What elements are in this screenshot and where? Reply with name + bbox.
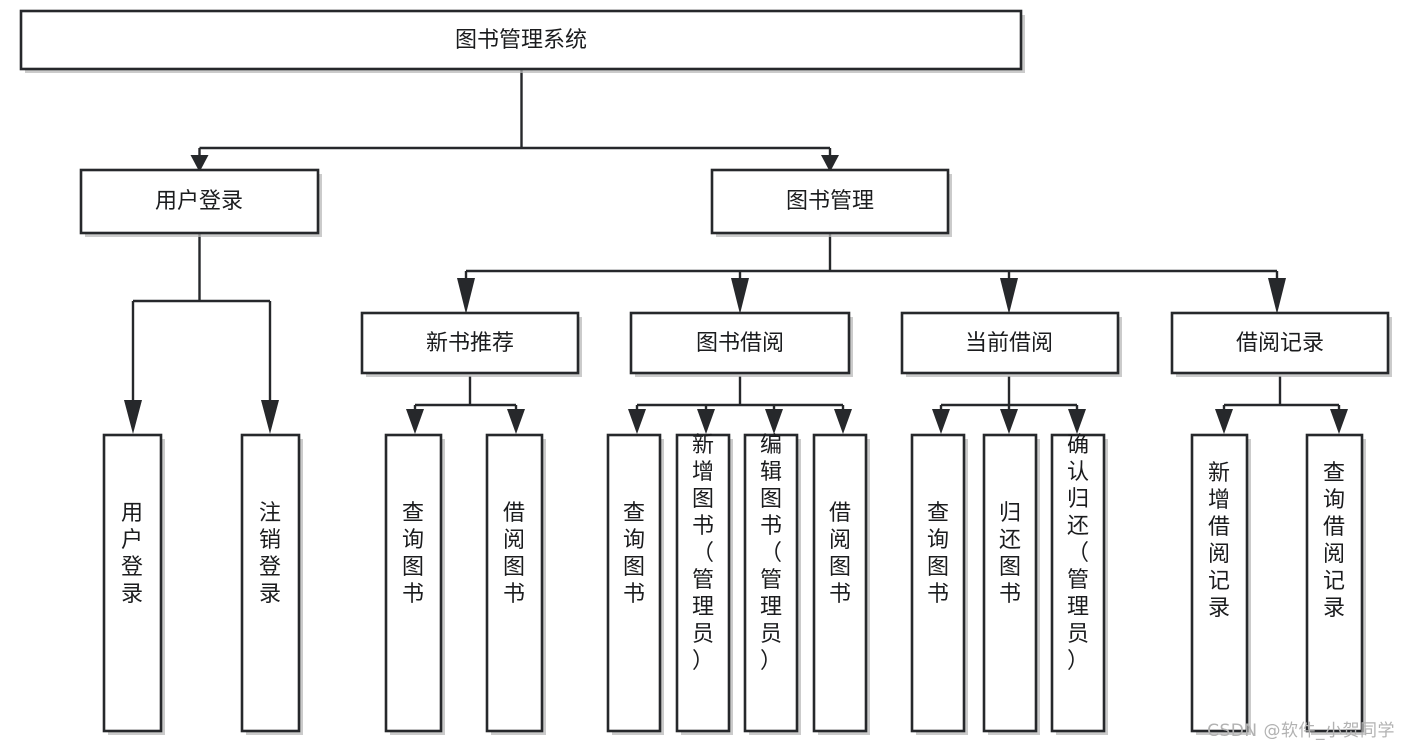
node-leaf-query-book-b[interactable]: 查询图书: [606, 433, 664, 735]
arrow-l3-current-borrow: [1000, 278, 1018, 314]
node-leaf-add-book-admin[interactable]: 新增图书（管理员）: [675, 433, 733, 735]
node-label-leaf-query-borrow-record: 查询借阅记录: [1323, 461, 1345, 621]
node-label-root: 图书管理系统: [455, 28, 587, 53]
node-label-leaf-borrow-book-n: 借阅图书: [503, 501, 525, 607]
node-leaf-confirm-return-admin[interactable]: 确认归还（管理员）: [1050, 433, 1108, 735]
node-leaf-borrow-book-n[interactable]: 借阅图书: [485, 433, 546, 735]
node-label-book-management: 图书管理: [786, 189, 874, 214]
node-label-leaf-confirm-return-admin: 确认归还（管理员）: [1067, 433, 1089, 674]
arrow-l3-book-borrow: [731, 278, 749, 314]
node-label-book-borrow: 图书借阅: [696, 331, 784, 356]
node-book-borrow[interactable]: 图书借阅: [629, 311, 853, 377]
arrow-leaf-c3: [1068, 409, 1086, 434]
node-book-management[interactable]: 图书管理: [710, 168, 952, 237]
arrow-leaf-u2: [261, 400, 279, 434]
node-leaf-edit-book-admin[interactable]: 编辑图书（管理员）: [743, 433, 801, 735]
arrow-leaf-r1: [1215, 409, 1233, 434]
node-leaf-logout[interactable]: 注销登录: [240, 433, 303, 735]
node-borrow-record[interactable]: 借阅记录: [1170, 311, 1392, 377]
arrow-leaf-b3: [765, 409, 783, 434]
node-label-leaf-query-book-b: 查询图书: [623, 501, 645, 607]
node-label-leaf-query-book-c: 查询图书: [927, 501, 949, 607]
node-leaf-user-login[interactable]: 用户登录: [102, 433, 165, 735]
csdn-watermark: CSDN @软件_小贺同学: [1207, 721, 1395, 741]
node-leaf-query-book-c[interactable]: 查询图书: [910, 433, 968, 735]
node-root-system[interactable]: 图书管理系统: [19, 9, 1025, 73]
arrow-leaf-b1: [628, 409, 646, 434]
node-label-new-book-recommend: 新书推荐: [426, 331, 514, 356]
connectors-layer: [124, 69, 1348, 434]
arrow-leaf-c2: [1000, 409, 1018, 434]
node-label-leaf-query-book-n: 查询图书: [402, 501, 424, 607]
arrow-leaf-n2: [507, 409, 525, 434]
node-leaf-return-book[interactable]: 归还图书: [982, 433, 1040, 735]
arrow-book-mgmt: [821, 155, 839, 172]
node-label-current-borrow: 当前借阅: [965, 331, 1053, 356]
node-label-leaf-add-borrow-record: 新增借阅记录: [1208, 461, 1230, 621]
node-label-leaf-logout: 注销登录: [259, 501, 281, 607]
node-label-leaf-add-book-admin: 新增图书（管理员）: [692, 433, 714, 674]
node-label-leaf-return-book: 归还图书: [999, 501, 1021, 607]
node-label-leaf-edit-book-admin: 编辑图书（管理员）: [760, 433, 782, 674]
node-new-book-recommend[interactable]: 新书推荐: [360, 311, 582, 377]
arrow-leaf-u1: [124, 400, 142, 434]
arrow-user-login: [190, 155, 209, 172]
arrow-leaf-r2: [1330, 409, 1348, 434]
node-leaf-query-borrow-record[interactable]: 查询借阅记录: [1305, 433, 1366, 735]
node-label-user-login: 用户登录: [155, 189, 243, 214]
node-label-leaf-borrow-book-b: 借阅图书: [829, 501, 851, 607]
node-label-leaf-user-login: 用户登录: [121, 501, 143, 607]
arrow-leaf-b2: [697, 409, 715, 434]
node-leaf-borrow-book-b[interactable]: 借阅图书: [812, 433, 870, 735]
node-label-borrow-record: 借阅记录: [1236, 331, 1324, 356]
arrow-l3-borrow-record: [1268, 278, 1286, 314]
arrow-l3-new-book: [457, 278, 475, 314]
arrow-leaf-c1: [932, 409, 950, 434]
arrow-leaf-b4: [834, 409, 852, 434]
arrow-leaf-n1: [406, 409, 424, 434]
node-leaf-add-borrow-record[interactable]: 新增借阅记录: [1190, 433, 1251, 735]
node-user-login[interactable]: 用户登录: [79, 168, 322, 237]
node-current-borrow[interactable]: 当前借阅: [900, 311, 1122, 377]
node-leaf-query-book-n[interactable]: 查询图书: [384, 433, 445, 735]
